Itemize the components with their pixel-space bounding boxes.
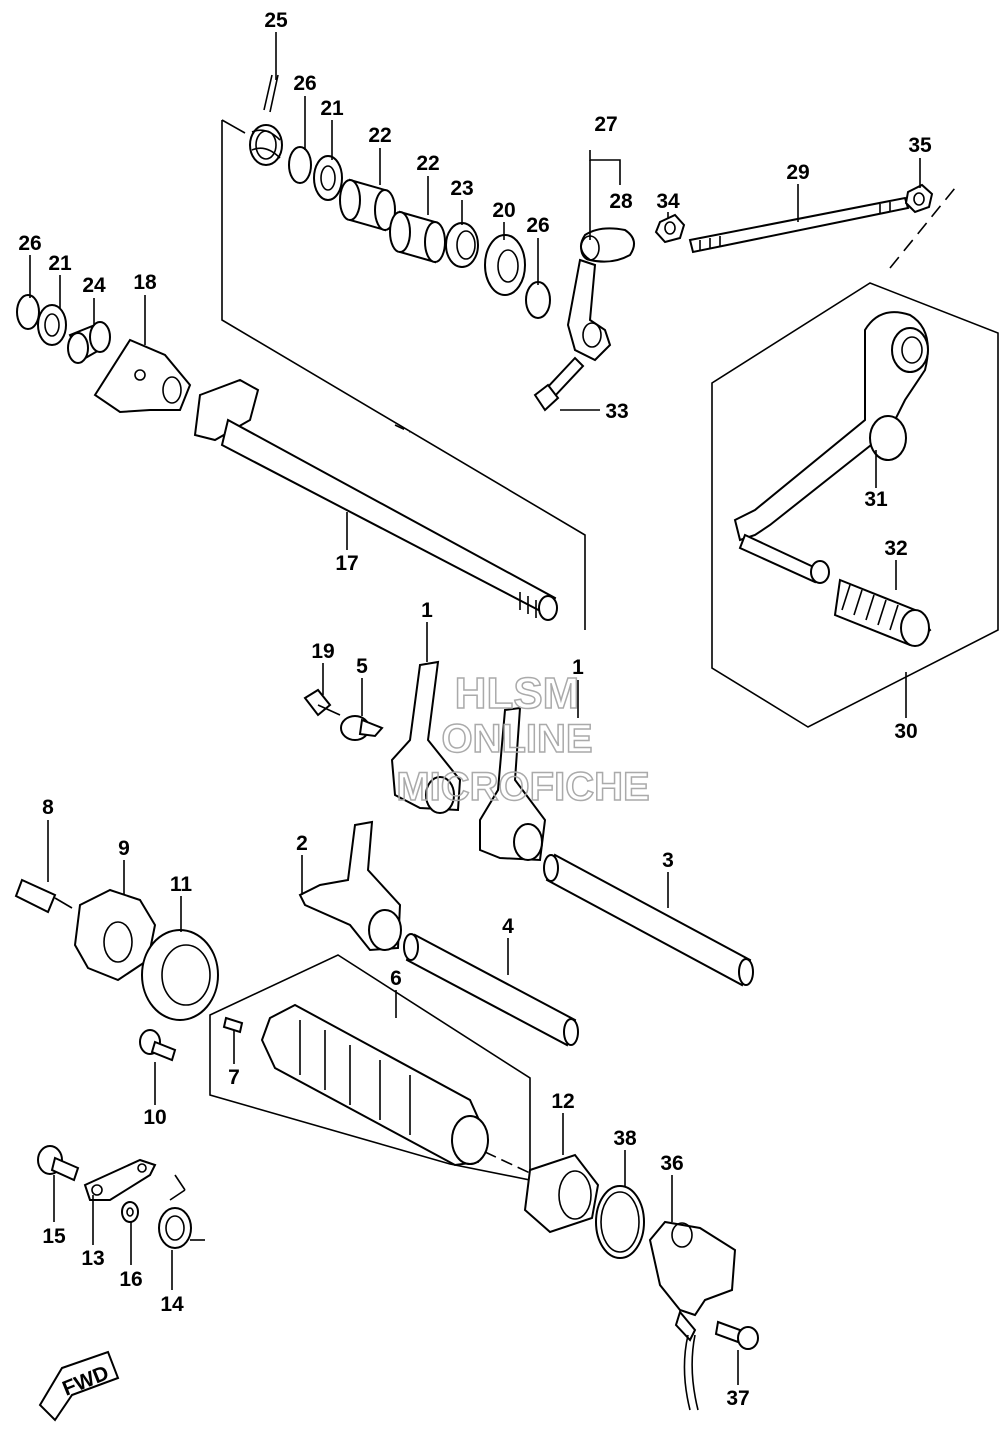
part-21-washer-upper	[313, 155, 343, 201]
part-33-bolt	[533, 356, 585, 412]
part-24-spring	[67, 321, 111, 364]
part-34-nut	[654, 213, 686, 244]
callout-28: 28	[609, 190, 633, 213]
callout-31: 31	[864, 488, 888, 511]
part-17-shift-shaft	[193, 378, 558, 621]
callout-14: 14	[160, 1293, 184, 1316]
callout-7: 7	[228, 1066, 240, 1089]
watermark-line3: MICROFICHE	[396, 765, 649, 809]
part-14-spring	[158, 1174, 205, 1249]
part-22-bushing-a	[339, 178, 396, 232]
callout-8: 8	[42, 796, 54, 819]
part-1-shift-fork-a	[390, 660, 462, 814]
part-1-shift-fork-b	[479, 706, 547, 862]
callout-3: 3	[662, 849, 674, 872]
part-19-screw	[303, 688, 341, 717]
part-2-shift-fork	[298, 820, 402, 952]
leader-lines	[29, 32, 921, 1385]
callout-24: 24	[82, 274, 106, 297]
callout-20: 20	[492, 199, 515, 222]
callout-21-upper: 21	[320, 97, 344, 120]
callout-25: 25	[264, 9, 288, 32]
part-7-pin	[222, 1016, 244, 1034]
part-26-circlip-mid	[525, 281, 551, 319]
watermark-line1: HLSM	[455, 669, 580, 718]
callout-38: 38	[613, 1127, 637, 1150]
fwd-direction-badge: FWD	[38, 1350, 120, 1422]
part-21-washer-left	[37, 304, 67, 346]
part-22-bushing-b	[389, 210, 446, 264]
callout-18: 18	[133, 271, 157, 294]
part-18-shift-plate	[93, 338, 192, 414]
callout-15: 15	[42, 1225, 66, 1248]
shift-shaft-group-frame	[221, 120, 586, 630]
callout-30: 30	[894, 720, 917, 743]
frame-dash-b	[889, 187, 956, 269]
callout-13: 13	[81, 1247, 104, 1270]
part-15-bolt	[37, 1145, 80, 1182]
part-27-shift-arm	[566, 258, 612, 362]
part-4-fork-shaft	[403, 933, 579, 1047]
part-8-pin	[14, 878, 73, 914]
part-28-rod-end	[580, 227, 635, 263]
callout-21-left: 21	[48, 252, 72, 275]
callout-22-b: 22	[416, 152, 439, 175]
watermark-line2: ONLINE	[441, 717, 592, 761]
part-26-circlip-left	[16, 294, 40, 330]
part-6-shift-cam	[260, 1003, 490, 1167]
frame-dash-a	[394, 424, 411, 433]
part-26-circlip-upper	[288, 146, 312, 184]
callout-17: 17	[335, 552, 358, 575]
callout-labels: 25 26 21 22 22 23 20 26 27 28 34 29 35 3…	[18, 9, 932, 1410]
frame-edge-a	[221, 119, 246, 134]
callout-2: 2	[296, 832, 308, 855]
callout-19: 19	[311, 640, 334, 663]
callout-1-b: 1	[572, 656, 584, 679]
part-31-shift-lever	[733, 311, 929, 584]
part-35-nut	[904, 183, 934, 214]
callout-5: 5	[356, 655, 368, 678]
callout-23: 23	[450, 177, 473, 200]
part-36-gear-position-sensor	[648, 1220, 737, 1411]
callout-32: 32	[884, 537, 907, 560]
watermark: HLSM ONLINE MICROFICHE	[396, 668, 651, 810]
part-32-rubber-footpeg	[833, 578, 932, 647]
part-3-fork-shaft	[543, 853, 754, 987]
callout-9: 9	[118, 837, 130, 860]
part-5-stopper	[340, 715, 384, 741]
part-11-bearing	[141, 929, 219, 1021]
part-20-washer	[484, 234, 526, 296]
frame-dash-c	[484, 1151, 531, 1174]
callout-22-a: 22	[368, 124, 391, 147]
shift-lever-group-frame	[711, 282, 999, 728]
part-12-bearing	[523, 1153, 600, 1234]
callout-34: 34	[656, 190, 680, 213]
callout-33: 33	[605, 400, 628, 423]
callout-26-left: 26	[18, 232, 41, 255]
part-10-bolt	[139, 1029, 177, 1062]
callout-37: 37	[726, 1387, 749, 1410]
part-37-bolt	[714, 1320, 759, 1350]
callout-26-mid: 26	[526, 214, 549, 237]
part-23-oil-seal	[445, 222, 479, 268]
callout-27: 27	[594, 113, 617, 136]
part-25-return-spring	[249, 74, 283, 166]
callout-4: 4	[502, 915, 514, 938]
callout-12: 12	[551, 1090, 574, 1113]
callout-1-a: 1	[421, 599, 433, 622]
callout-16: 16	[119, 1268, 142, 1291]
callout-26-upper: 26	[293, 72, 316, 95]
part-38-o-ring	[595, 1185, 645, 1259]
part-13-cam-stopper	[83, 1158, 157, 1201]
callout-10: 10	[143, 1106, 166, 1129]
callout-36: 36	[660, 1152, 683, 1175]
callout-6: 6	[390, 967, 402, 990]
part-29-shift-rod	[688, 196, 910, 254]
callout-29: 29	[786, 161, 809, 184]
callout-11: 11	[170, 873, 193, 896]
part-16-washer	[121, 1201, 139, 1223]
callout-35: 35	[908, 134, 932, 157]
